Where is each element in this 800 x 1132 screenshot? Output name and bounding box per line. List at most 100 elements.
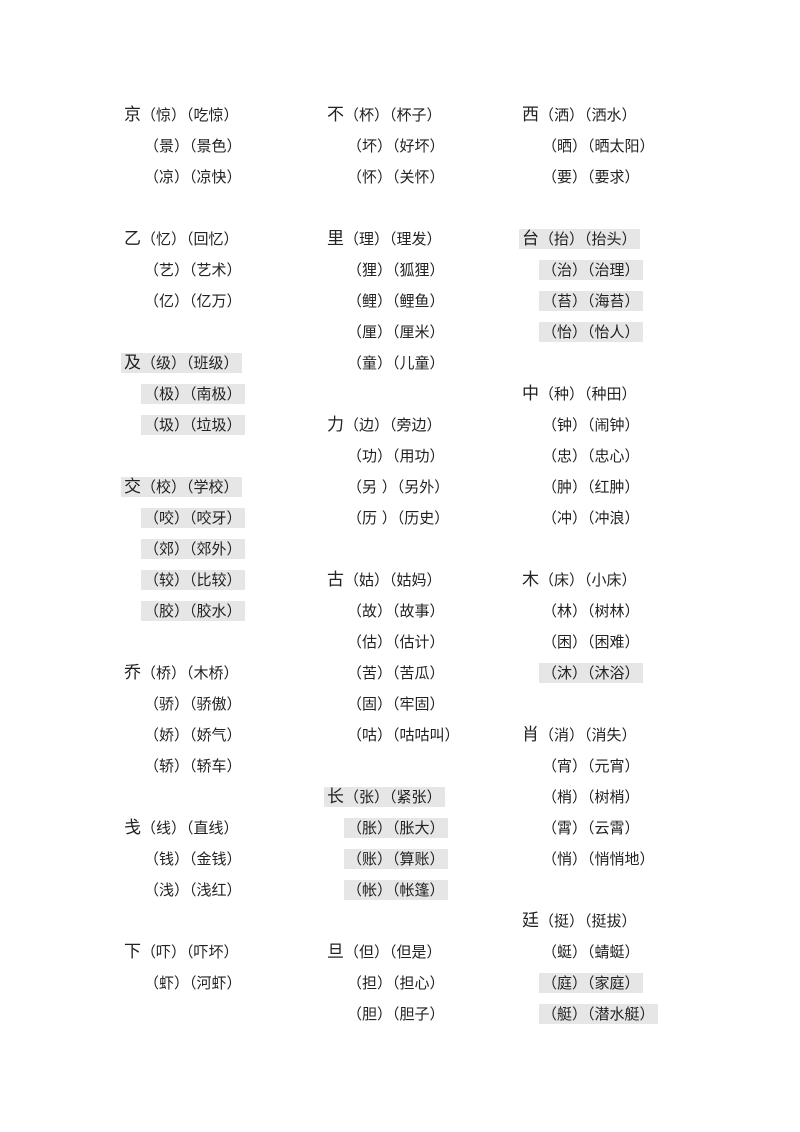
word-row: （极）（南极） <box>121 378 361 409</box>
word-row: （宵）（元宵） <box>519 750 759 781</box>
row-text: 戋（线）（直线） <box>121 818 242 838</box>
row-text: （胀）（胀大） <box>344 818 448 838</box>
word-row: （冲）（冲浪） <box>519 502 759 533</box>
group-head-row: 及（级）（班级） <box>121 347 361 378</box>
char-word-pair: （床）（小床） <box>539 571 637 589</box>
word-row: （胀）（胀大） <box>324 812 564 843</box>
char-word-pair: （霄）（云霄） <box>542 819 640 837</box>
group-spacer <box>519 533 759 564</box>
word-row: （故）（故事） <box>324 595 564 626</box>
char-word-pair: （治）（治理） <box>542 261 640 279</box>
word-row: （咬）（咬牙） <box>121 502 361 533</box>
char-word-pair: （蜓）（蜻蜓） <box>542 943 640 961</box>
group-head-row: 乙（忆）（回忆） <box>121 223 361 254</box>
word-row: （悄）（悄悄地） <box>519 843 759 874</box>
word-row: （轿）（轿车） <box>121 750 361 781</box>
row-text: （骄）（骄傲） <box>141 694 245 714</box>
char-word-pair: （线）（直线） <box>141 819 239 837</box>
char-word-pair: （忠）（忠心） <box>542 447 640 465</box>
group-head-row: 戋（线）（直线） <box>121 812 361 843</box>
row-text: （浅）（浅红） <box>141 880 245 900</box>
word-row: （郊）（郊外） <box>121 533 361 564</box>
char-word-pair: （艇）（潜水艇） <box>542 1005 655 1023</box>
row-text: （轿）（轿车） <box>141 756 245 776</box>
row-text: （账）（算账） <box>344 849 448 869</box>
char-word-pair: （庭）（家庭） <box>542 974 640 992</box>
char-word-pair: （帐）（帐篷） <box>347 881 445 899</box>
radical-char: 力 <box>327 415 344 435</box>
radical-char: 交 <box>124 477 141 497</box>
row-text: 里（理）（理发） <box>324 229 445 249</box>
row-text: （忠）（忠心） <box>539 446 643 466</box>
char-word-pair: （景）（景色） <box>144 137 242 155</box>
row-text: （庭）（家庭） <box>539 973 643 993</box>
group-head-row: 旦（但）（但是） <box>324 936 564 967</box>
char-word-pair: （浅）（浅红） <box>144 881 242 899</box>
row-text: （困）（困难） <box>539 632 643 652</box>
char-word-pair: （种）（种田） <box>539 385 637 403</box>
row-text: 交（校）（学校） <box>121 477 242 497</box>
char-word-pair: （娇）（娇气） <box>144 726 242 744</box>
row-text: （亿）（亿万） <box>141 291 245 311</box>
row-text: （厘）（厘米） <box>344 322 448 342</box>
char-word-pair: （校）（学校） <box>141 478 239 496</box>
word-row: （凉）（凉快） <box>121 161 361 192</box>
group-spacer <box>519 347 759 378</box>
row-text: （圾）（垃圾） <box>141 415 245 435</box>
word-row: （固）（牢固） <box>324 688 564 719</box>
word-row: （怡）（怡人） <box>519 316 759 347</box>
radical-char: 廷 <box>522 911 539 931</box>
char-word-pair: （肿）（红肿） <box>542 478 640 496</box>
word-row: （晒）（晒太阳） <box>519 130 759 161</box>
char-word-pair: （级）（班级） <box>141 354 239 372</box>
row-text: 下（吓）（吓坏） <box>121 942 242 962</box>
group-head-row: 台（抬）（抬头） <box>519 223 759 254</box>
word-row: （苔）（海苔） <box>519 285 759 316</box>
word-row: （胶）（胶水） <box>121 595 361 626</box>
row-text: （林）（树林） <box>539 601 643 621</box>
word-row: （霄）（云霄） <box>519 812 759 843</box>
row-text: （极）（南极） <box>141 384 245 404</box>
word-row: （困）（困难） <box>519 626 759 657</box>
word-row: （庭）（家庭） <box>519 967 759 998</box>
row-text: （钟）（闹钟） <box>539 415 643 435</box>
char-word-pair: （厘）（厘米） <box>347 323 445 341</box>
word-row: （估）（估计） <box>324 626 564 657</box>
row-text: 肖（消）（消失） <box>519 725 640 745</box>
row-text: 及（级）（班级） <box>121 353 242 373</box>
word-row: （亿）（亿万） <box>121 285 361 316</box>
word-row: （治）（治理） <box>519 254 759 285</box>
radical-char: 西 <box>522 105 539 125</box>
group-head-row: 中（种）（种田） <box>519 378 759 409</box>
row-text: （历 ）（历史） <box>344 508 452 528</box>
row-text: （肿）（红肿） <box>539 477 643 497</box>
radical-char: 及 <box>124 353 141 373</box>
char-word-pair: （担）（担心） <box>347 974 445 992</box>
group-head-row: 下（吓）（吓坏） <box>121 936 361 967</box>
row-text: （沐）（沐浴） <box>539 663 643 683</box>
char-word-pair: （亿）（亿万） <box>144 292 242 310</box>
row-text: 西（洒）（洒水） <box>519 105 640 125</box>
row-text: （功）（用功） <box>344 446 448 466</box>
radical-char: 木 <box>522 570 539 590</box>
char-word-pair: （张）（紧张） <box>344 788 442 806</box>
char-word-pair: （较）（比较） <box>144 571 242 589</box>
char-word-pair: （忆）（回忆） <box>141 230 239 248</box>
row-text: 乙（忆）（回忆） <box>121 229 242 249</box>
row-text: （咬）（咬牙） <box>141 508 245 528</box>
word-row: （历 ）（历史） <box>324 502 564 533</box>
word-row: （厘）（厘米） <box>324 316 564 347</box>
char-word-pair: （另 ）（另外） <box>347 478 450 496</box>
word-row: （林）（树林） <box>519 595 759 626</box>
char-word-pair: （姑）（姑妈） <box>344 571 442 589</box>
word-row: （钟）（闹钟） <box>519 409 759 440</box>
row-text: （故）（故事） <box>344 601 448 621</box>
row-text: （晒）（晒太阳） <box>539 136 658 156</box>
char-word-pair: （杯）（杯子） <box>344 106 442 124</box>
char-word-pair: （轿）（轿车） <box>144 757 242 775</box>
group-spacer <box>519 688 759 719</box>
word-row: （沐）（沐浴） <box>519 657 759 688</box>
char-word-pair: （消）（消失） <box>539 726 637 744</box>
row-text: （冲）（冲浪） <box>539 508 643 528</box>
row-text: （担）（担心） <box>344 973 448 993</box>
